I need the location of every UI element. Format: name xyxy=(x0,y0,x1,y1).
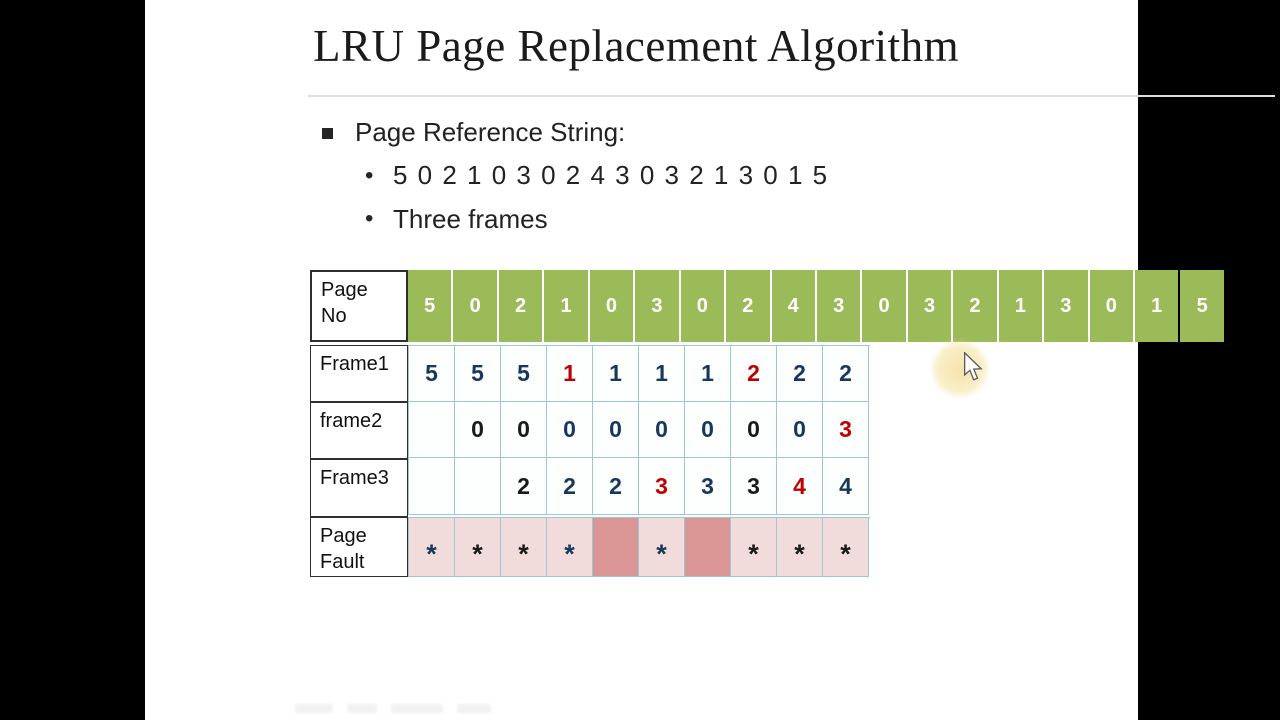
frame-cell: 1 xyxy=(685,346,731,402)
frame-cell: 3 xyxy=(685,458,731,515)
page-no-cell: 0 xyxy=(589,270,634,342)
frame-cell: 2 xyxy=(501,458,547,515)
fault-cell: * xyxy=(409,518,455,577)
dot-bullet-icon: • xyxy=(365,162,374,189)
fault-cell: * xyxy=(777,518,823,577)
page-no-cell: 1 xyxy=(998,270,1043,342)
page-no-cell: 2 xyxy=(726,270,770,342)
title-divider xyxy=(308,95,1275,97)
dot-bullet-icon: • xyxy=(365,205,374,232)
frame-cell: 2 xyxy=(547,458,593,515)
frame-cell: 5 xyxy=(409,346,455,402)
reference-string-value: 5 0 2 1 0 3 0 2 4 3 0 3 2 1 3 0 1 5 xyxy=(393,160,829,190)
frame-cell: 4 xyxy=(777,458,823,515)
frame-cell: 5 xyxy=(455,346,501,402)
page-no-cell: 0 xyxy=(680,270,725,342)
page-fault-asterisk: * xyxy=(656,538,667,569)
page-fault-asterisk: * xyxy=(748,538,759,569)
frame-cell: 3 xyxy=(639,458,685,515)
presentation-slide: LRU Page Replacement Algorithm Page Refe… xyxy=(145,0,1275,720)
frame-cell: 2 xyxy=(777,346,823,402)
frame-cell xyxy=(455,458,501,515)
frame-cell: 1 xyxy=(639,346,685,402)
fault-cell xyxy=(593,518,639,577)
page-no-cell: 5 xyxy=(408,270,452,342)
fault-cell: * xyxy=(547,518,593,577)
frame-cell: 0 xyxy=(685,402,731,458)
fault-cell: * xyxy=(639,518,685,577)
fault-cells: * * * * * * * * xyxy=(408,517,870,577)
page-fault-asterisk: * xyxy=(426,538,437,569)
frame-cell: 0 xyxy=(547,402,593,458)
fault-cell: * xyxy=(731,518,777,577)
page-no-cell: 3 xyxy=(1044,270,1088,342)
frame-cell: 0 xyxy=(593,402,639,458)
frame-cell: 0 xyxy=(731,402,777,458)
frame-cell: 2 xyxy=(593,458,639,515)
square-bullet-icon xyxy=(322,128,333,139)
page-no-cell: 5 xyxy=(1180,270,1224,342)
frame-cell: 3 xyxy=(823,402,869,458)
page-fault-asterisk: * xyxy=(472,538,483,569)
frame-cell: 0 xyxy=(455,402,501,458)
frame-cell: 4 xyxy=(823,458,869,515)
row-label-page-fault: Page Fault xyxy=(310,517,408,577)
page-fault-asterisk: * xyxy=(794,538,805,569)
page-no-cell: 3 xyxy=(816,270,861,342)
page-no-cell: 2 xyxy=(953,270,997,342)
page-fault-asterisk: * xyxy=(840,538,851,569)
frame-cell xyxy=(409,458,455,515)
fault-cell: * xyxy=(501,518,547,577)
page-title: LRU Page Replacement Algorithm xyxy=(313,21,960,71)
three-frames-label: Three frames xyxy=(393,204,548,234)
page-no-cell: 3 xyxy=(907,270,952,342)
frame-cell: 1 xyxy=(547,346,593,402)
mouse-cursor-icon[interactable] xyxy=(963,351,984,388)
frame-cell: 2 xyxy=(731,346,777,402)
page-no-cell: 0 xyxy=(453,270,497,342)
frame-cell: 1 xyxy=(593,346,639,402)
page-no-cell: 3 xyxy=(635,270,679,342)
page-fault-asterisk: * xyxy=(518,538,529,569)
frame-cell xyxy=(409,402,455,458)
fault-cell: * xyxy=(823,518,869,577)
frame-cell: 5 xyxy=(501,346,547,402)
page-no-cell: 4 xyxy=(771,270,815,342)
bullet-page-reference-string: Page Reference String: xyxy=(355,117,626,147)
fault-cell: * xyxy=(455,518,501,577)
row-label-frame1: Frame1 xyxy=(310,345,408,402)
bottom-artifact xyxy=(295,704,510,716)
fault-cell xyxy=(685,518,731,577)
page-fault-asterisk: * xyxy=(564,538,575,569)
page-no-cell: 1 xyxy=(1135,270,1179,342)
row-label-frame2: frame2 xyxy=(310,402,408,459)
frame-cell: 3 xyxy=(731,458,777,515)
frame-cell: 2 xyxy=(823,346,869,402)
page-no-cell: 1 xyxy=(544,270,588,342)
frame-cell: 0 xyxy=(501,402,547,458)
page-no-cell: 0 xyxy=(1089,270,1133,342)
row-label-frame3: Frame3 xyxy=(310,459,408,517)
frame-cell: 0 xyxy=(777,402,823,458)
page-no-cell: 2 xyxy=(498,270,543,342)
row-label-page-no: Page No xyxy=(310,270,408,342)
frame-cell: 0 xyxy=(639,402,685,458)
page-no-cell: 0 xyxy=(862,270,906,342)
